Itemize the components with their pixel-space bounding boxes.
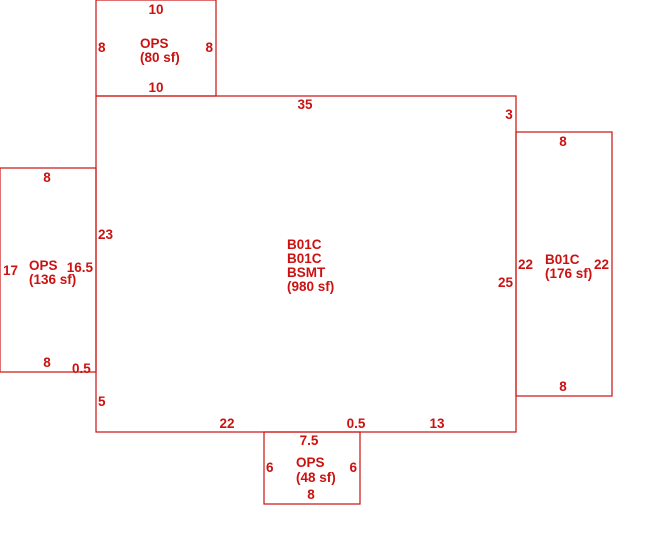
ops-bottom-dim-right: 6 — [349, 460, 357, 475]
ops-top-area[interactable]: OPS (80 sf) 10 10 8 8 — [95, 0, 217, 97]
ops-left-dim-left: 17 — [3, 263, 18, 278]
ops-bottom-code: OPS — [296, 455, 325, 470]
ops-left-dim-top: 8 — [43, 170, 51, 185]
b01c-right-area-label: (176 sf) — [545, 266, 592, 281]
main-dim-left-upper: 23 — [98, 227, 114, 242]
ops-left-area[interactable]: OPS (136 sf) 8 8 17 16.5 — [0, 167, 97, 373]
main-dim-left-mid: 0.5 — [72, 361, 91, 376]
b01c-right-dim-left: 22 — [518, 257, 533, 272]
ops-bottom-dim-bottom: 8 — [307, 487, 315, 502]
ops-top-area-label: (80 sf) — [140, 50, 180, 65]
ops-top-dim-right: 8 — [205, 40, 213, 55]
ops-bottom-dim-left: 6 — [266, 460, 274, 475]
main-label-line3: BSMT — [287, 265, 326, 280]
main-label-line2: B01C — [287, 251, 322, 266]
main-dim-bottom-mid: 0.5 — [347, 416, 366, 431]
main-dim-left-lower: 5 — [98, 394, 106, 409]
ops-top-dim-bottom: 10 — [148, 80, 163, 95]
b01c-right-outline — [515, 131, 613, 397]
ops-top-dim-top: 10 — [148, 2, 163, 17]
ops-left-outline — [0, 167, 97, 373]
ops-bottom-outline — [263, 431, 361, 505]
main-dim-top: 35 — [297, 97, 313, 112]
b01c-right-code: B01C — [545, 252, 580, 267]
b01c-right-dim-right: 22 — [594, 257, 609, 272]
b01c-right-dim-top: 8 — [559, 134, 567, 149]
ops-left-code: OPS — [29, 258, 58, 273]
main-dim-bottom-right: 13 — [429, 416, 445, 431]
main-label-line1: B01C — [287, 237, 322, 252]
ops-left-dim-right: 16.5 — [67, 260, 94, 275]
ops-left-area-label: (136 sf) — [29, 272, 76, 287]
ops-bottom-area[interactable]: OPS (48 sf) 7.5 8 6 6 — [263, 431, 361, 505]
main-area-label: (980 sf) — [287, 279, 334, 294]
ops-bottom-area-label: (48 sf) — [296, 470, 336, 485]
main-dim-right: 25 — [498, 275, 514, 290]
b01c-right-dim-bottom: 8 — [559, 379, 567, 394]
b01c-right-area[interactable]: B01C (176 sf) 8 8 22 22 — [515, 131, 613, 397]
main-dim-bottom-left: 22 — [219, 416, 234, 431]
ops-bottom-dim-top: 7.5 — [300, 433, 319, 448]
main-dim-top-right: 3 — [505, 107, 513, 122]
ops-left-dim-bottom: 8 — [43, 355, 51, 370]
main-building[interactable]: B01C B01C BSMT (980 sf) 35 3 23 0.5 5 25… — [72, 95, 517, 433]
ops-top-outline — [95, 0, 217, 97]
ops-top-dim-left: 8 — [98, 40, 106, 55]
ops-top-code: OPS — [140, 36, 169, 51]
